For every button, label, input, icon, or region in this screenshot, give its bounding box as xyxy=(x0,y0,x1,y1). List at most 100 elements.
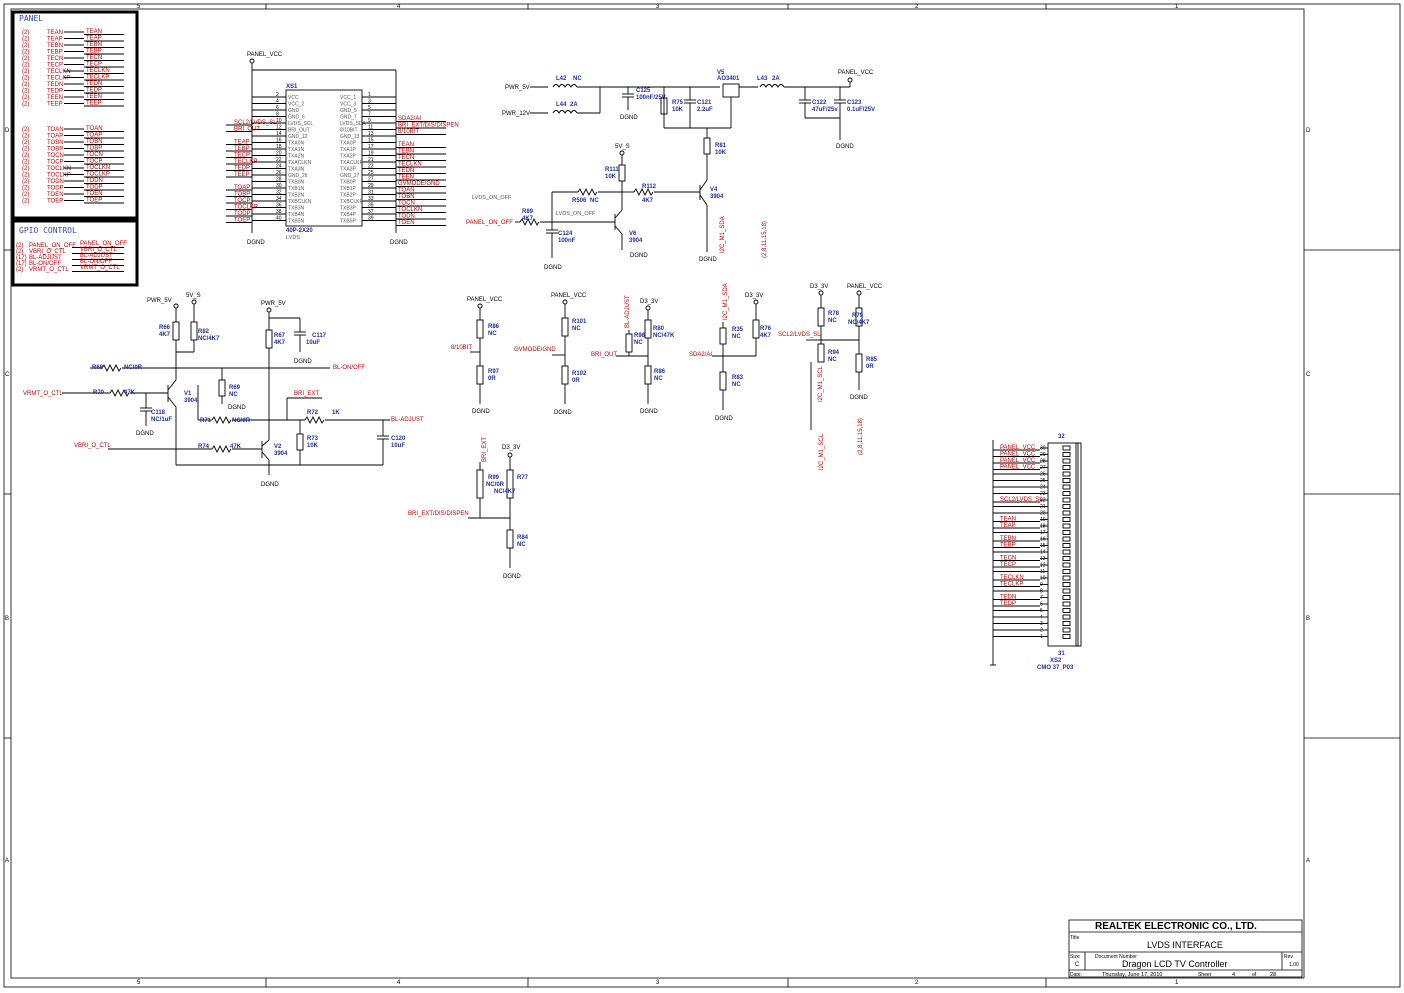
xs2-pin-pad xyxy=(1062,556,1071,561)
r35-val: NC xyxy=(732,334,741,340)
xs1-right-label: GND_13 xyxy=(340,134,360,140)
r79-val: NC/4K7 xyxy=(848,320,870,326)
r67-val: 4K7 xyxy=(274,340,286,346)
panel-net-out: TOAP xyxy=(86,133,102,139)
c118-ref: C118 xyxy=(151,410,166,416)
d33v-label: D3_3V xyxy=(810,284,828,290)
panel-net-pin: (2) xyxy=(22,192,29,198)
panel-net-out: TEEP xyxy=(86,101,102,107)
xs1-right-net: TOBN xyxy=(398,194,415,200)
xs1-left-net: TODP xyxy=(234,211,251,217)
col-label: 3 xyxy=(656,4,660,10)
xs2-pin-net: PANEL_VCC xyxy=(1000,452,1036,458)
panel-net-pin: (2) xyxy=(22,140,29,146)
gpio-net-name: VBRI_O_CTL xyxy=(29,249,66,255)
xs2-pin-number: 24 xyxy=(1040,485,1046,491)
gpio-net-out: VRMT_O_CTL xyxy=(80,265,120,271)
panelvcc-label: PANEL_VCC xyxy=(838,70,874,76)
xs1-left-pin: 36 xyxy=(276,203,282,209)
r80-val: NC/47K xyxy=(653,333,675,339)
title-label: Title xyxy=(1070,935,1079,941)
lvds-on-label2: LVDS_ON_OFF xyxy=(556,211,596,217)
r66-ref: R66 xyxy=(159,325,171,331)
xs2-pin-number: 14 xyxy=(1040,550,1046,556)
xs1-right-label: TXA1P xyxy=(340,147,357,153)
l42-ref: L42 xyxy=(556,76,567,82)
xs1-left-label: GND xyxy=(288,108,300,114)
xs1-right-label: GND_5 xyxy=(340,108,357,114)
r78-val: NC xyxy=(828,318,837,324)
xs2-pin-pad xyxy=(1062,484,1071,490)
i2c-scl-vlabel: I2C_M1_SCL xyxy=(818,365,824,402)
xs2-pin-pad xyxy=(1062,588,1071,594)
xs1-left-label: TXB4N xyxy=(288,212,305,218)
gnd-label: DGND xyxy=(836,144,854,150)
xs1-left-pin: 30 xyxy=(276,183,282,189)
panel-net-out: TOCLKP xyxy=(86,172,110,178)
xs1-left-label: TXBCLKN xyxy=(288,199,311,205)
gpio-net-pin: (2) xyxy=(16,243,23,249)
row-label: C xyxy=(1306,372,1311,378)
xs1-right-pin: 5 xyxy=(368,105,371,111)
xs2-pin-number: 23 xyxy=(1040,491,1046,497)
xs1-left-pin: 2 xyxy=(276,92,279,98)
r97-val: 0R xyxy=(488,376,496,382)
xs2-pin-number: 18 xyxy=(1040,524,1046,530)
panel-on-off-label: PANEL_ON_OFF xyxy=(466,220,513,226)
xs2-pin-net: TEAN xyxy=(1000,517,1016,523)
xs1-left-pin: 14 xyxy=(276,131,282,137)
xs2-pin-pad xyxy=(1062,621,1071,626)
rev-label: Rev xyxy=(1284,954,1293,960)
xs2-pin-pad xyxy=(1062,575,1071,581)
r102-val: 0R xyxy=(572,378,580,384)
xs2-pin-net: PANEL_VCC xyxy=(1000,445,1036,451)
panel-net-pin: (2) xyxy=(22,50,29,56)
r102-ref: R102 xyxy=(572,371,587,377)
panel-net-name: TEEP xyxy=(47,102,63,108)
xs1-right-pin: 33 xyxy=(368,196,374,202)
c121-ref: C121 xyxy=(697,100,712,106)
xs2-part: CMO 37_P03 xyxy=(1037,665,1074,671)
r77-val: NC/4K7 xyxy=(494,489,516,495)
panel-net-name: TECLKN xyxy=(47,69,71,75)
r89-ref: R89 xyxy=(522,209,534,215)
xs1-left-label: GND_26 xyxy=(288,173,308,179)
pages-label: (2,8,11,15,18) xyxy=(762,221,768,258)
net-810-label: 8/10BIT xyxy=(451,345,472,351)
row-label: A xyxy=(5,858,9,864)
panel-net-pin: (2) xyxy=(22,166,29,172)
gpio-net-out: BL-ADJUST xyxy=(80,253,113,259)
gnd-label: DGND xyxy=(294,359,312,365)
r80-ref: R80 xyxy=(653,326,665,332)
r82-val: NC/4K7 xyxy=(198,336,220,342)
xs2-pin-number: 6 xyxy=(1040,602,1043,608)
xs1-right-pin: 19 xyxy=(368,151,374,157)
xs1-right-pin: 1 xyxy=(368,92,371,98)
panel-net-pin: (2) xyxy=(22,199,29,205)
bl-adj-vlabel: BL-ADJUST xyxy=(625,295,631,328)
gnd-label: DGND xyxy=(554,410,572,416)
panel-net-out: TOCN xyxy=(86,152,103,158)
xs1-right-pin: 25 xyxy=(368,170,374,176)
panel-net-out: TOEP xyxy=(86,198,102,204)
xs1-left-net: TEDP xyxy=(234,166,250,172)
d33v-label: D3_3V xyxy=(640,299,658,305)
pwr5v-label: PWR_5V xyxy=(147,298,172,304)
r99-val: NC/0R xyxy=(486,482,505,488)
gnd-label: DGND xyxy=(472,409,490,415)
xs2-pin-pad xyxy=(1062,562,1071,568)
panel-net-out: TECP xyxy=(86,62,102,68)
xs2-connector: 32 31 XS2 CMO 37_P03 30PANEL_VCC29PANEL_… xyxy=(990,434,1082,671)
xs2-pin-number: 5 xyxy=(1040,608,1043,614)
xs1-left-label: TXA0N xyxy=(288,141,305,147)
row-label: A xyxy=(1306,858,1310,864)
vbri-label: VBRI_O_CTL xyxy=(74,443,111,449)
xs1-left-label: VCC_2 xyxy=(288,102,304,108)
col-label: 2 xyxy=(915,4,919,10)
panel-net-out: TEEN xyxy=(86,94,102,100)
xs2-pin-number: 21 xyxy=(1040,504,1046,510)
xs2-pin-pad xyxy=(1062,465,1071,470)
xs2-ref: XS2 xyxy=(1050,658,1062,664)
xs2-pin-net: PANEL_VCC xyxy=(1000,465,1036,471)
